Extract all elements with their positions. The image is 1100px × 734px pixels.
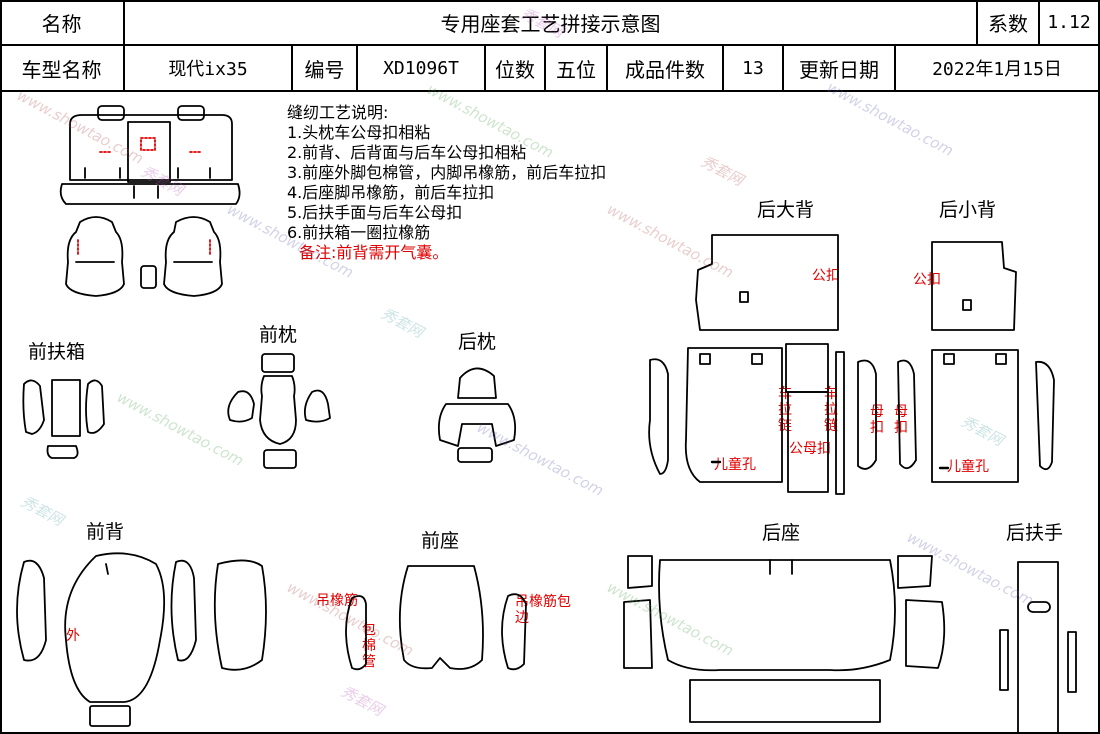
- code-value: XD1096T: [358, 46, 486, 92]
- note-male-buckle-small: 公扣: [913, 272, 941, 288]
- label-rear-seat: 后座: [762, 522, 801, 544]
- sewing-notes: 缝纫工艺说明: 1.头枕车公母扣相粘 2.前背、后背面与后车公母扣相粘 3.前座…: [287, 103, 606, 263]
- pattern-rear-armrest: [999, 561, 1077, 734]
- label-rear-big-back: 后大背: [757, 199, 815, 221]
- note-line-4: 4.后座脚吊橡筋，前后车拉扣: [287, 183, 495, 202]
- note-line-2: 2.前背、后背面与后车公母扣相粘: [287, 143, 527, 162]
- page-title: 专用座套工艺拼接示意图: [125, 0, 978, 46]
- pattern-rear-big-back: [648, 234, 877, 495]
- label-rear-headrest: 后枕: [458, 331, 497, 353]
- label-front-seat: 前座: [421, 530, 460, 552]
- note-line-5: 5.后扶手面与后车公母扣: [287, 203, 463, 222]
- pattern-rear-seat: [623, 555, 946, 723]
- label-front-headrest: 前枕: [259, 324, 298, 346]
- note-male-female-buckle: 公母扣: [789, 441, 831, 457]
- pattern-rear-small-back: [897, 241, 1055, 483]
- notes-remark: 备注:前背需开气囊。: [299, 243, 449, 262]
- thumbnail-front-seats: [65, 216, 223, 297]
- note-outer: 外: [66, 628, 80, 644]
- label-front-back: 前背: [86, 521, 125, 543]
- pattern-front-armbox: [22, 379, 105, 459]
- seats-label: 位数: [486, 46, 546, 92]
- label-front-armbox: 前扶箱: [28, 341, 86, 363]
- pattern-rear-headrest: [437, 367, 517, 463]
- note-female-buckle-right: 母扣: [894, 404, 908, 436]
- seats-value: 五位: [546, 46, 608, 92]
- name-label: 名称: [0, 0, 125, 46]
- pattern-front-seat: [345, 565, 527, 671]
- notes-heading: 缝纫工艺说明:: [287, 103, 389, 122]
- coef-label: 系数: [978, 0, 1040, 46]
- note-line-3: 3.前座外脚包棉管，内脚吊橡筋，前后车拉扣: [287, 163, 607, 182]
- code-label: 编号: [293, 46, 358, 92]
- pieces-label: 成品件数: [608, 46, 724, 92]
- pattern-front-headrest: [227, 353, 331, 469]
- note-child-hole-small: 儿童孔: [947, 459, 989, 475]
- note-line-1: 1.头枕车公母扣相粘: [287, 123, 431, 142]
- note-hang-elastic: 吊橡筋: [316, 593, 358, 609]
- thumbnail-rear-bench: [59, 105, 241, 205]
- date-label: 更新日期: [784, 46, 896, 92]
- note-line-6: 6.前扶箱一圈拉橡筋: [287, 223, 431, 242]
- pieces-value: 13: [724, 46, 784, 92]
- seam-markers: [77, 239, 211, 257]
- label-rear-armrest: 后扶手: [1006, 522, 1064, 544]
- note-female-buckle-left: 母扣: [870, 404, 884, 436]
- model-label: 车型名称: [0, 46, 125, 92]
- label-rear-small-back: 后小背: [939, 199, 997, 221]
- pattern-front-back: [16, 552, 267, 727]
- note-male-buckle-big: 公扣: [812, 268, 840, 284]
- note-child-hole-big: 儿童孔: [714, 457, 756, 473]
- model-value: 现代ix35: [125, 46, 293, 92]
